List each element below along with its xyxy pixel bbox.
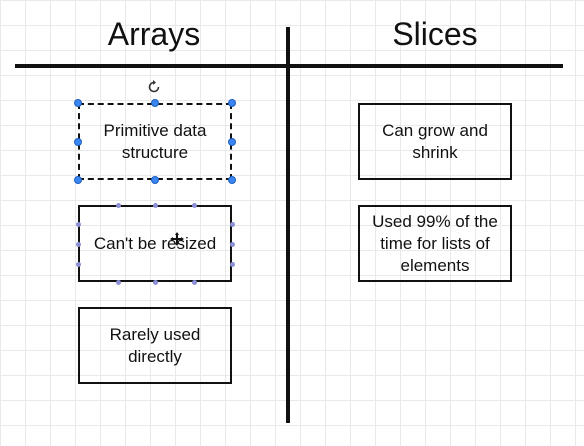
connection-point[interactable] xyxy=(192,280,197,285)
box-label: Rarely used directly xyxy=(109,324,201,366)
connection-point[interactable] xyxy=(230,262,235,267)
box-label: Can grow and shrink xyxy=(382,120,488,162)
resize-handle[interactable] xyxy=(228,99,236,107)
resize-handle[interactable] xyxy=(74,138,82,146)
connection-point[interactable] xyxy=(153,280,158,285)
resize-handle[interactable] xyxy=(74,99,82,107)
connection-point[interactable] xyxy=(230,242,235,247)
resize-handle[interactable] xyxy=(228,176,236,184)
box-can-grow-and-shrink[interactable]: Can grow and shrink xyxy=(358,103,512,180)
resize-handle[interactable] xyxy=(151,176,159,184)
resize-handle[interactable] xyxy=(151,99,159,107)
connection-point[interactable] xyxy=(230,222,235,227)
connection-point[interactable] xyxy=(192,203,197,208)
vertical-divider xyxy=(286,27,290,423)
box-label: Can't be resized xyxy=(93,233,217,253)
move-cursor-icon xyxy=(170,232,184,246)
resize-handle[interactable] xyxy=(74,176,82,184)
connection-point[interactable] xyxy=(76,242,81,247)
connection-point[interactable] xyxy=(116,280,121,285)
rotate-icon[interactable] xyxy=(145,78,163,96)
connection-point[interactable] xyxy=(116,203,121,208)
box-rarely-used-directly[interactable]: Rarely used directly xyxy=(78,307,232,384)
slices-heading: Slices xyxy=(392,16,478,52)
box-primitive-data-structure[interactable]: Primitive data structure xyxy=(78,103,232,180)
box-used-99-percent[interactable]: Used 99% of the time for lists of elemen… xyxy=(358,205,512,282)
resize-handle[interactable] xyxy=(228,138,236,146)
connection-point[interactable] xyxy=(76,262,81,267)
box-label: Used 99% of the time for lists of elemen… xyxy=(372,211,498,275)
arrays-heading: Arrays xyxy=(107,16,201,52)
box-label: Primitive data structure xyxy=(103,120,207,162)
box-cant-be-resized[interactable]: Can't be resized xyxy=(78,205,232,282)
connection-point[interactable] xyxy=(76,222,81,227)
connection-point[interactable] xyxy=(153,203,158,208)
